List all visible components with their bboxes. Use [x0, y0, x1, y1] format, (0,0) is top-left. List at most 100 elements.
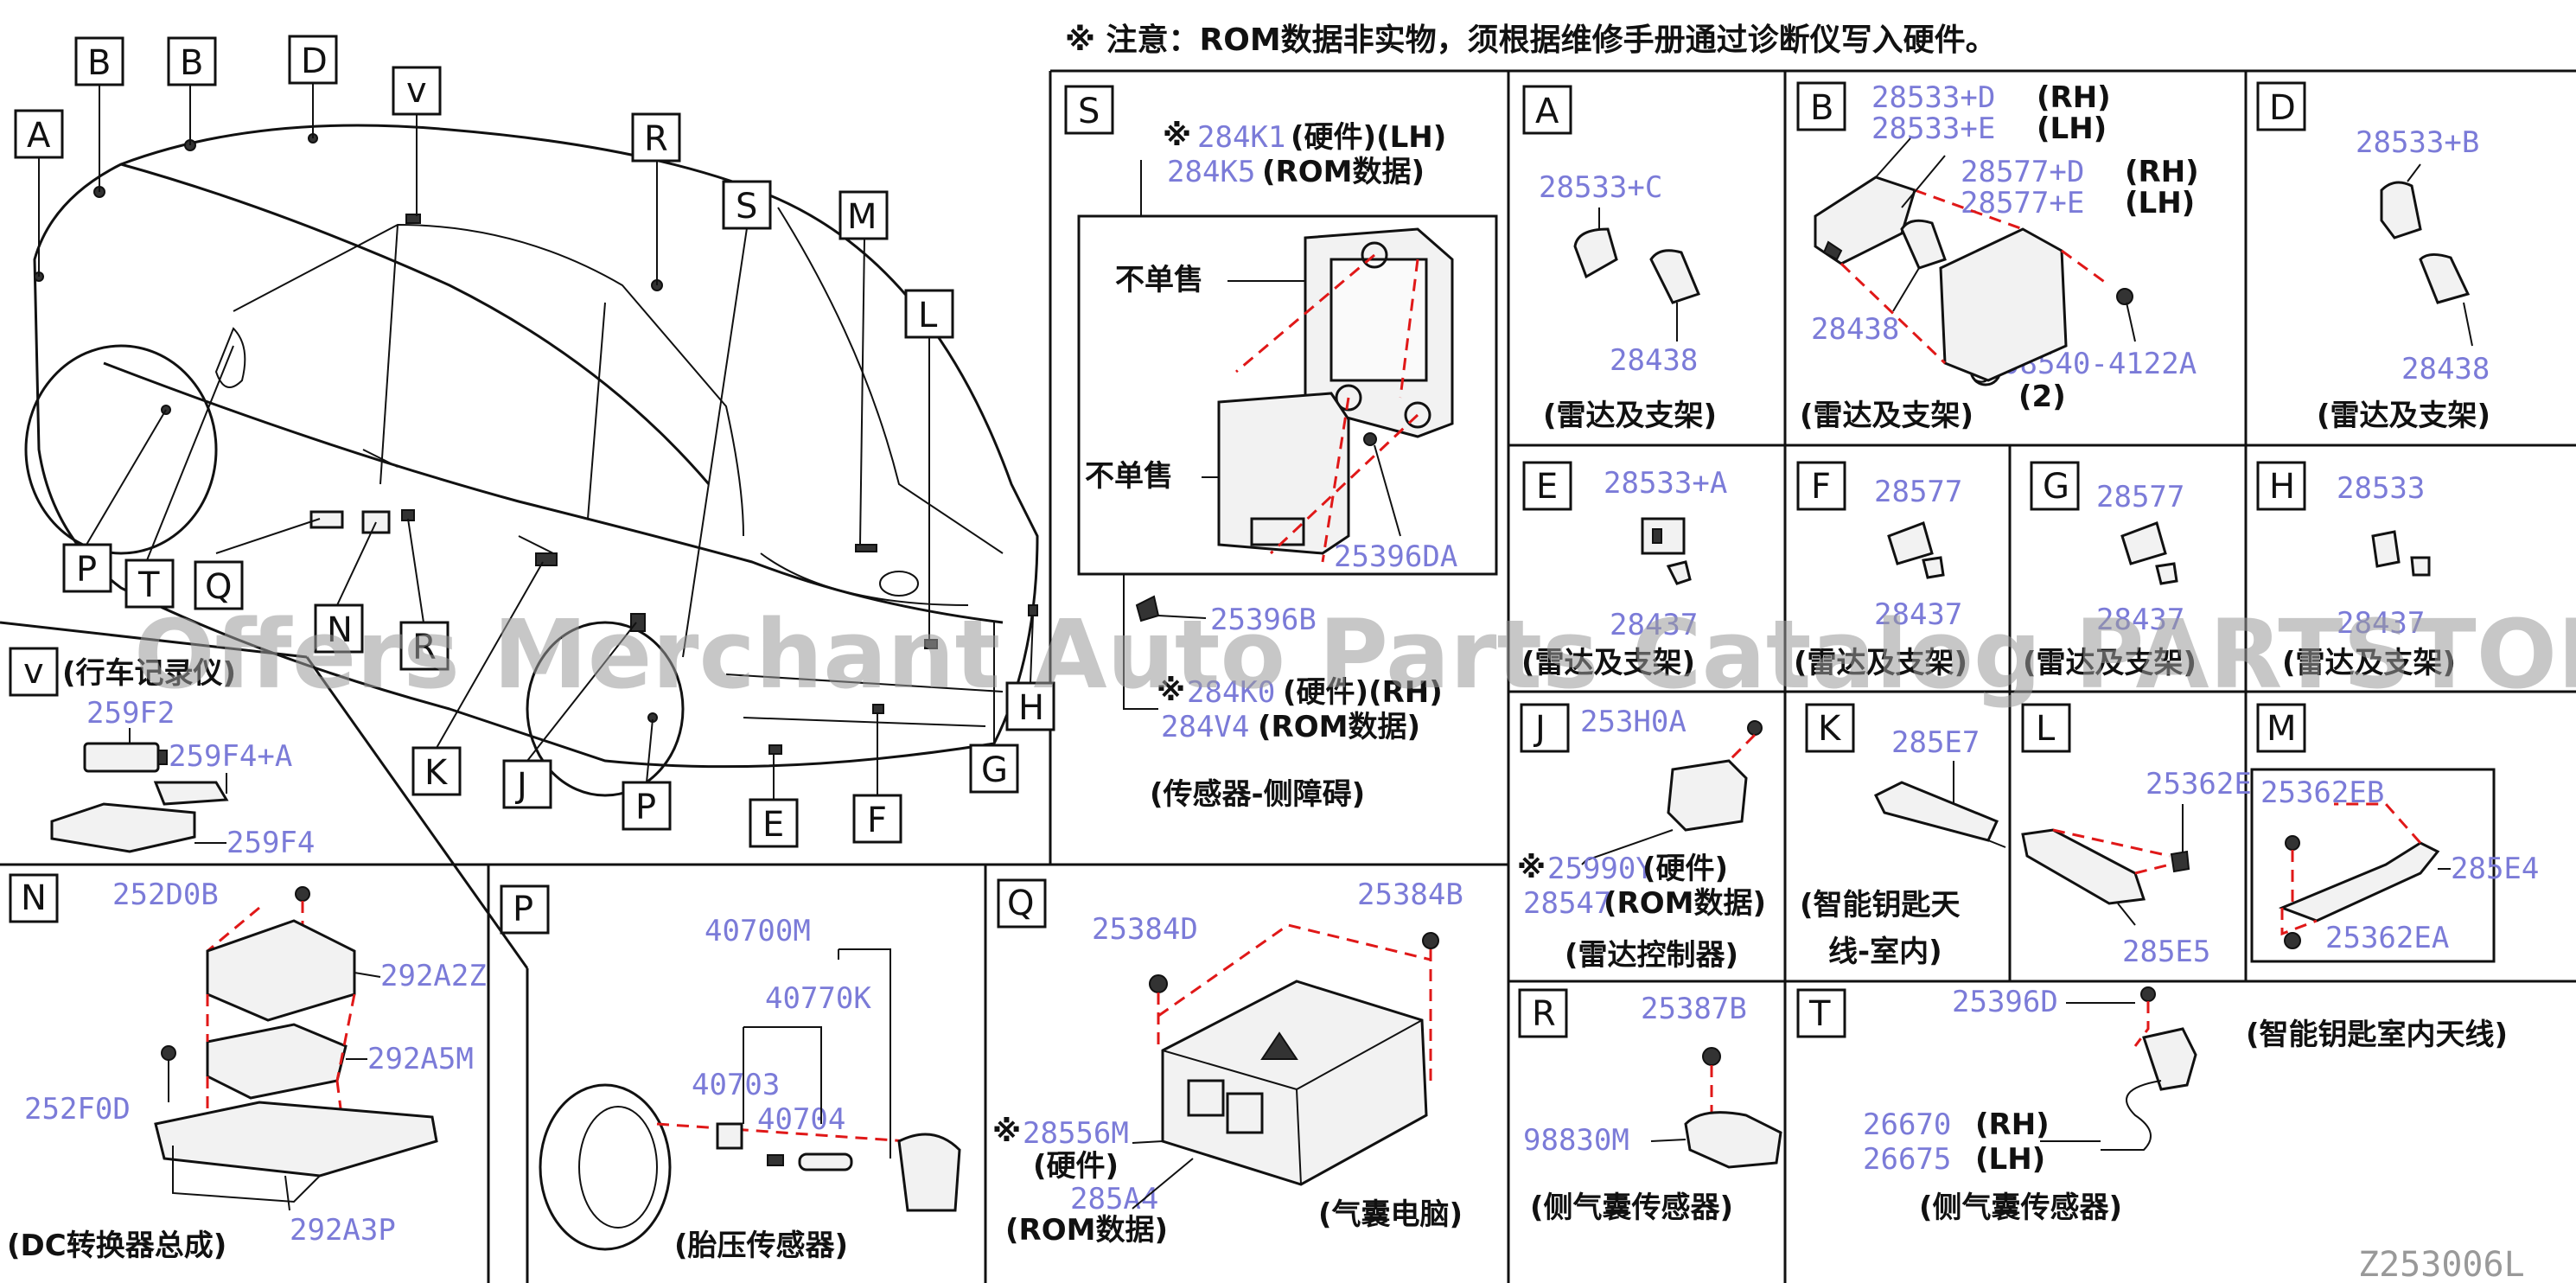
svg-text:285A4: 285A4 [1070, 1182, 1158, 1216]
svg-text:28533+A: 28533+A [1604, 466, 1727, 501]
svg-text:25396D: 25396D [1952, 985, 2058, 1019]
svg-text:L: L [2036, 709, 2056, 749]
svg-text:(DC转换器总成): (DC转换器总成) [7, 1229, 226, 1263]
svg-text:(LH): (LH) [2037, 112, 2107, 146]
vehicle-callouts: A B B D v R S M L P T Q N R K J P E F G … [14, 35, 1055, 848]
svg-text:28547: 28547 [1523, 886, 1611, 921]
svg-text:M: M [847, 197, 877, 237]
svg-text:J: J [514, 766, 527, 806]
svg-text:25990Y: 25990Y [1547, 852, 1654, 886]
svg-text:E: E [762, 805, 784, 845]
svg-text:Q: Q [205, 567, 232, 607]
svg-text:26675: 26675 [1863, 1142, 1951, 1177]
svg-text:(RH): (RH) [2037, 80, 2111, 115]
svg-text:※: ※ [1157, 673, 1185, 708]
svg-text:S: S [736, 187, 757, 227]
svg-text:284K1: 284K1 [1197, 120, 1285, 155]
svg-text:※: ※ [992, 1114, 1021, 1149]
svg-text:L: L [918, 296, 938, 335]
svg-text:(侧气囊传感器): (侧气囊传感器) [1530, 1190, 1733, 1225]
svg-text:253H0A: 253H0A [1580, 705, 1687, 739]
svg-text:(雷达控制器): (雷达控制器) [1565, 938, 1738, 973]
svg-text:259F4+A: 259F4+A [169, 739, 292, 774]
svg-text:28437: 28437 [2337, 606, 2425, 641]
svg-text:T: T [137, 565, 160, 605]
svg-text:40704: 40704 [757, 1102, 845, 1137]
diagram-code: Z253006L [2358, 1245, 2525, 1283]
callout-a: A [14, 109, 64, 159]
svg-text:G: G [2043, 467, 2069, 507]
svg-text:(雷达及支架): (雷达及支架) [1543, 399, 1717, 433]
svg-text:P: P [635, 788, 656, 827]
svg-text:T: T [1808, 994, 1831, 1034]
svg-text:v: v [23, 652, 44, 692]
svg-text:292A3P: 292A3P [290, 1213, 396, 1248]
callout-k: K [411, 746, 462, 796]
svg-text:28438: 28438 [1610, 343, 1698, 378]
svg-text:28577+E: 28577+E [1961, 186, 2084, 220]
svg-text:(LH): (LH) [1975, 1142, 2045, 1177]
svg-text:(2): (2) [2018, 380, 2066, 414]
svg-text:285E5: 285E5 [2122, 935, 2210, 969]
svg-text:P: P [76, 550, 97, 590]
callout-g: G [969, 744, 1019, 794]
svg-text:252D0B: 252D0B [112, 878, 219, 912]
svg-text:25396B: 25396B [1210, 603, 1317, 637]
svg-text:不单售: 不单售 [1115, 263, 1203, 297]
svg-text:P: P [513, 890, 533, 929]
svg-text:25384D: 25384D [1092, 912, 1198, 947]
watermark: Offers Merchant Auto Parts Catalog PARTS… [134, 599, 2576, 710]
svg-text:28437: 28437 [1874, 597, 1962, 632]
svg-text:M: M [2267, 709, 2297, 749]
callout-e: E [749, 798, 799, 848]
panel-t: T 25396D 26670 (RH) 26675 (LH) (侧气囊传感器) [1796, 985, 2197, 1225]
svg-text:H: H [1018, 688, 1044, 728]
svg-text:F: F [1811, 467, 1831, 507]
svg-text:(雷达及支架): (雷达及支架) [1800, 399, 1973, 433]
panel-m: M 25362EB 285E4 25362EA (智能钥匙室内天线) [2246, 703, 2539, 1052]
svg-text:28437: 28437 [2096, 603, 2184, 637]
svg-text:(ROM数据): (ROM数据) [1604, 886, 1766, 921]
svg-text:284K0: 284K0 [1187, 675, 1275, 710]
svg-text:28533+B: 28533+B [2356, 125, 2479, 160]
callout-q: Q [194, 560, 244, 610]
svg-text:(硬件): (硬件) [1033, 1149, 1119, 1184]
rom-notice: ※ 注意：ROM数据非实物，须根据维修手册通过诊断仪写入硬件。 [1065, 22, 1997, 58]
svg-text:28533+C: 28533+C [1539, 170, 1662, 205]
svg-text:(硬件): (硬件) [1642, 852, 1728, 886]
panel-v: v (行车记录仪) 259F2 259F4+A 259F4 [9, 647, 315, 860]
panel-a: A 28533+C 28438 (雷达及支架) [1522, 85, 1717, 433]
svg-text:292A2Z: 292A2Z [380, 959, 487, 993]
svg-text:不单售: 不单售 [1085, 459, 1173, 494]
svg-text:25387B: 25387B [1641, 992, 1747, 1026]
callout-j: J [502, 759, 552, 809]
svg-text:284V4: 284V4 [1161, 710, 1249, 744]
svg-text:28577: 28577 [2096, 480, 2184, 514]
svg-text:D: D [2269, 88, 2296, 128]
svg-text:(雷达及支架): (雷达及支架) [2317, 399, 2490, 433]
callout-h: H [1005, 681, 1055, 731]
svg-text:(传感器-侧障碍): (传感器-侧障碍) [1150, 777, 1365, 812]
svg-text:28577: 28577 [1874, 475, 1962, 509]
svg-text:(智能钥匙天: (智能钥匙天 [1800, 888, 1961, 922]
svg-text:K: K [424, 753, 449, 793]
svg-text:25384B: 25384B [1357, 878, 1463, 912]
svg-text:259F4: 259F4 [226, 826, 315, 860]
callout-p1: P [62, 543, 112, 593]
svg-text:N: N [21, 878, 47, 918]
svg-text:F: F [867, 801, 887, 840]
svg-text:(雷达及支架): (雷达及支架) [2023, 646, 2197, 680]
svg-text:28438: 28438 [2401, 352, 2490, 386]
svg-text:285E4: 285E4 [2451, 852, 2539, 886]
svg-text:(ROM数据): (ROM数据) [1262, 155, 1425, 189]
svg-text:26670: 26670 [1863, 1107, 1951, 1142]
svg-text:25396DA: 25396DA [1334, 539, 1457, 574]
panel-k: K 285E7 (智能钥匙天 线-室内) [1800, 703, 2006, 969]
svg-text:(智能钥匙室内天线): (智能钥匙室内天线) [2246, 1018, 2508, 1052]
svg-text:Q: Q [1007, 884, 1034, 923]
panel-q: Q 25384D 25384B ※ 28556M (硬件) 285A4 (ROM… [992, 878, 1463, 1248]
callout-p2: P [622, 781, 672, 831]
svg-text:28577+D: 28577+D [1961, 155, 2084, 189]
svg-text:259F2: 259F2 [86, 696, 175, 731]
